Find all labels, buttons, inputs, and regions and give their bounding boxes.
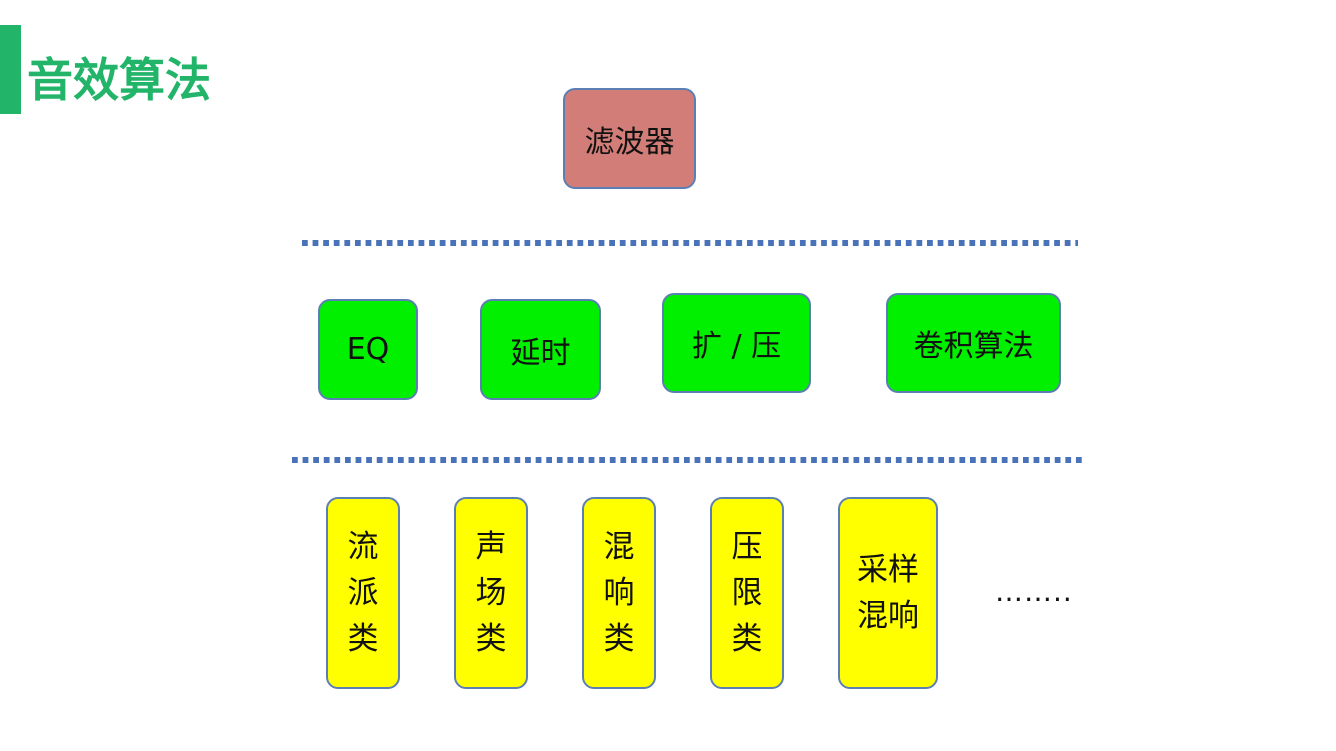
node-limiter: 压限类	[710, 497, 784, 689]
page-title: 音效算法	[27, 53, 211, 107]
node-genre-label: 流派类	[347, 529, 379, 657]
node-delay: 延时	[480, 299, 601, 400]
node-sampling-reverb: 采样混响	[838, 497, 938, 689]
node-sound-field-label: 声场类	[475, 529, 507, 657]
node-eq: EQ	[318, 299, 418, 400]
node-expand-compress: 扩 / 压	[662, 293, 811, 393]
node-filter-label: 滤波器	[584, 124, 675, 160]
node-convolution-label: 卷积算法	[913, 329, 1034, 364]
dotted-separator-2	[292, 457, 1084, 463]
node-genre: 流派类	[326, 497, 400, 689]
node-filter: 滤波器	[563, 88, 696, 189]
node-sound-field: 声场类	[454, 497, 528, 689]
node-reverb: 混响类	[582, 497, 656, 689]
node-delay-label: 延时	[510, 335, 571, 371]
node-limiter-label: 压限类	[731, 529, 763, 657]
node-sampling-reverb-label: 采样混响	[857, 552, 919, 634]
node-convolution: 卷积算法	[886, 293, 1061, 393]
node-reverb-label: 混响类	[603, 529, 635, 657]
node-expand-compress-label: 扩 / 压	[691, 329, 782, 364]
node-eq-label: EQ	[346, 332, 390, 367]
title-accent-bar	[0, 25, 21, 114]
more-ellipsis: ……..	[995, 575, 1073, 608]
dotted-separator-1	[302, 240, 1078, 246]
